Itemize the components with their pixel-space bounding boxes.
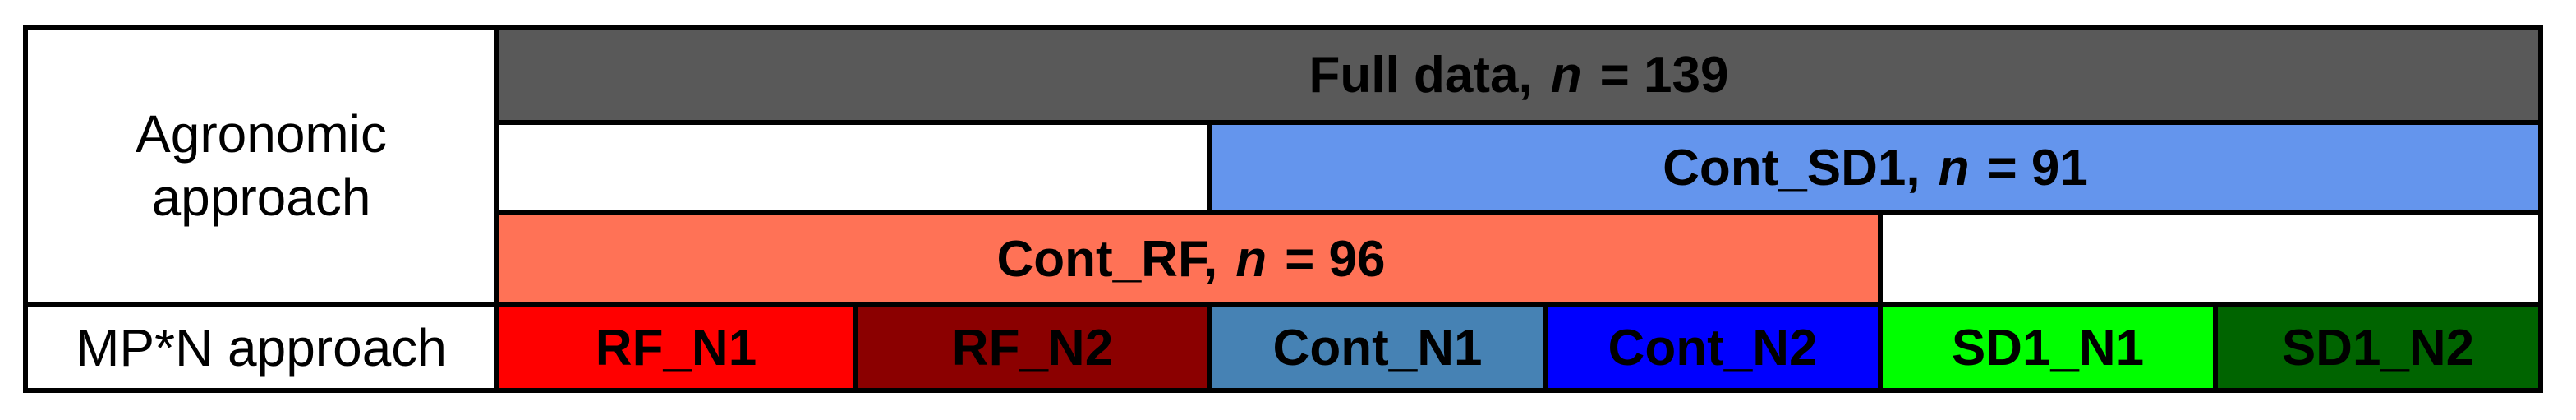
divider-rf-end: [1878, 210, 1883, 307]
divider-sd1-start: [1208, 120, 1212, 215]
mpn-cell-sd1-n1: SD1_N1: [1883, 307, 2213, 388]
cont-sd1-n-value: = 91: [1987, 139, 2088, 196]
cont-rf-n-value: = 96: [1285, 230, 1386, 288]
cont-rf-n-var: n: [1235, 230, 1267, 288]
full-data-label: Full data,: [1309, 46, 1533, 104]
divider-row1: [494, 120, 2538, 125]
cont-sd1-label: Cont_SD1,: [1663, 139, 1920, 196]
cont-sd1-n-var: n: [1938, 139, 1970, 196]
mpn-cell-cont-n1: Cont_N1: [1212, 307, 1543, 388]
full-data-n-var: n: [1550, 46, 1582, 104]
divider-row2: [494, 210, 2538, 215]
full-data-n-value: = 139: [1599, 46, 1729, 104]
divider-row3: [28, 302, 2538, 307]
mpn-cell-rf-n1: RF_N1: [499, 307, 853, 388]
divider-mpn-1: [853, 302, 858, 388]
mpn-cell-cont-n2: Cont_N2: [1548, 307, 1878, 388]
agronomic-label-line2: approach: [151, 168, 371, 227]
divider-label-column: [494, 30, 499, 388]
diagram-frame: Agronomic approach Full data, n = 139 Co…: [23, 25, 2543, 393]
divider-mpn-2: [1208, 302, 1212, 388]
agronomic-label-line1: Agronomic: [136, 104, 387, 164]
cont-rf-label: Cont_RF,: [996, 230, 1218, 288]
divider-mpn-5: [2213, 302, 2218, 388]
full-data-bar: Full data, n = 139: [499, 30, 2538, 120]
mpn-approach-label: MP*N approach: [76, 317, 447, 377]
cont-rf-bar: Cont_RF, n = 96: [499, 215, 1883, 302]
mpn-cell-sd1-n2: SD1_N2: [2218, 307, 2538, 388]
agronomic-approach-label: Agronomic approach: [28, 30, 494, 302]
mpn-cell-rf-n2: RF_N2: [858, 307, 1208, 388]
cont-sd1-bar: Cont_SD1, n = 91: [1212, 125, 2538, 210]
divider-mpn-4: [1878, 302, 1883, 388]
divider-mpn-3: [1543, 302, 1548, 388]
